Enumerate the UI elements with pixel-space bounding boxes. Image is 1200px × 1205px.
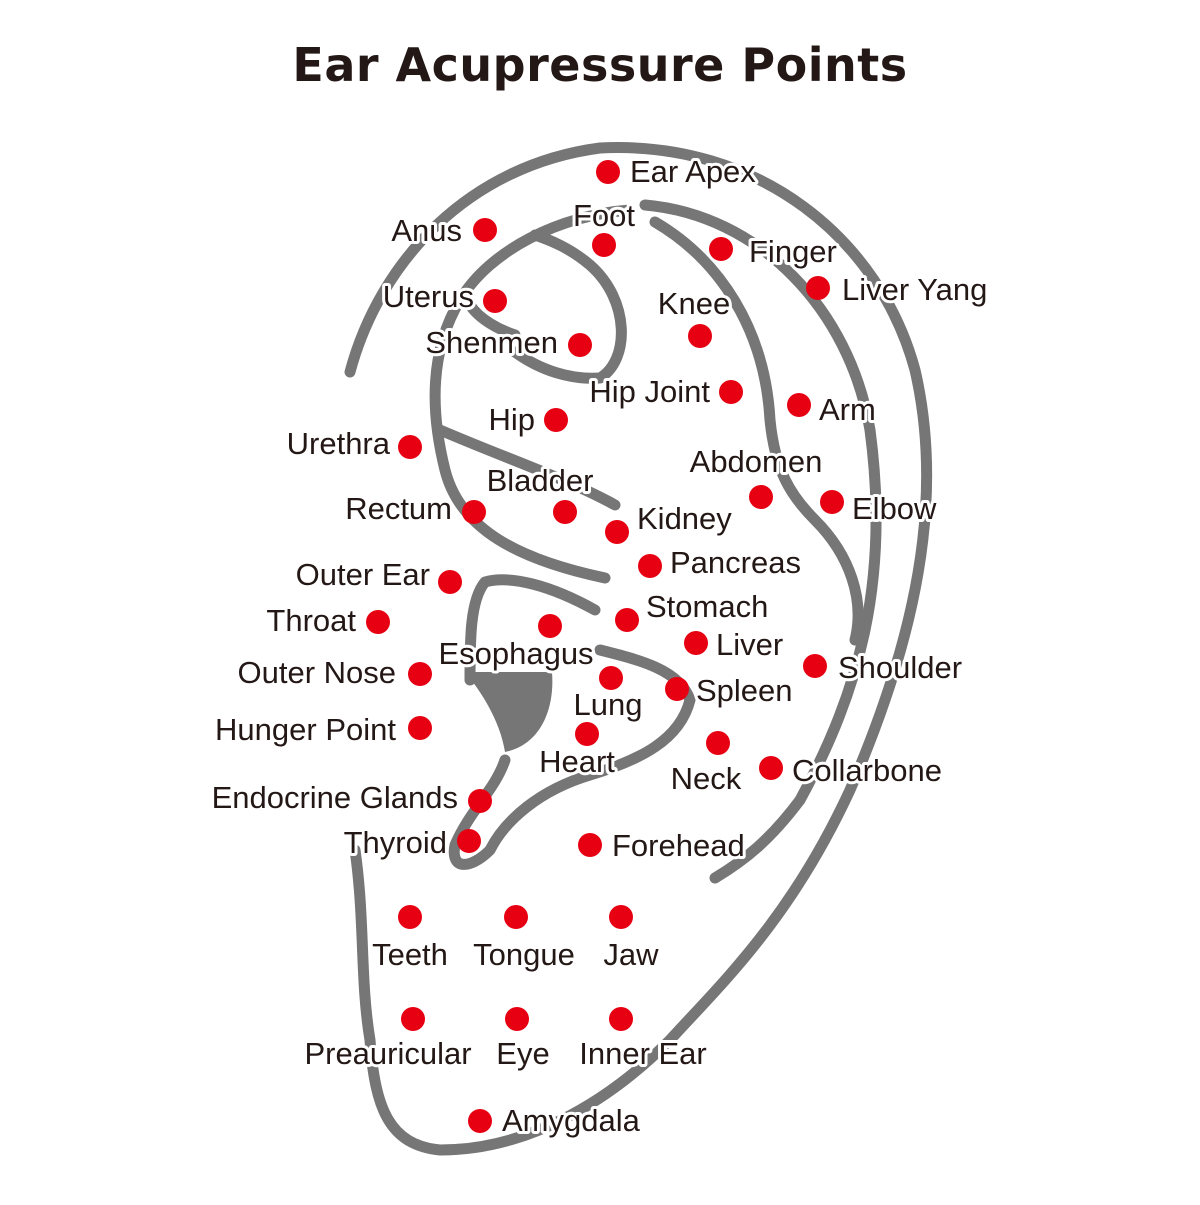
concha-rim xyxy=(464,574,601,686)
point-label-neck: Neck xyxy=(671,761,742,796)
point-label-eye: Eye xyxy=(496,1036,549,1071)
point-dot-spleen xyxy=(665,677,689,701)
point-dot-jaw xyxy=(609,905,633,929)
point-label-finger: Finger xyxy=(749,234,837,269)
point-label-anus: Anus xyxy=(391,213,462,248)
point-dot-eye xyxy=(505,1007,529,1031)
point-dot-anus xyxy=(473,218,497,242)
point-dot-abdomen xyxy=(749,485,773,509)
point-dot-liver xyxy=(684,631,708,655)
point-label-shenmen: Shenmen xyxy=(425,325,558,360)
point-label-throat: Throat xyxy=(266,603,356,638)
point-label-outer-nose: Outer Nose xyxy=(237,655,396,690)
point-dot-stomach xyxy=(615,608,639,632)
point-dot-kidney xyxy=(605,520,629,544)
point-label-hunger-point: Hunger Point xyxy=(215,712,396,747)
point-dot-hip xyxy=(544,408,568,432)
point-label-teeth: Teeth xyxy=(372,937,448,972)
ear-outline xyxy=(344,142,933,1156)
point-label-inner-ear: Inner Ear xyxy=(579,1036,707,1071)
point-dot-hip-joint xyxy=(719,380,743,404)
point-label-elbow: Elbow xyxy=(852,491,937,526)
fossa-line-upper xyxy=(464,299,521,341)
point-label-esophagus: Esophagus xyxy=(438,636,593,671)
point-label-stomach: Stomach xyxy=(646,589,768,624)
point-dot-hunger-point xyxy=(408,716,432,740)
point-dot-thyroid xyxy=(457,829,481,853)
point-dot-finger xyxy=(709,237,733,261)
point-label-knee: Knee xyxy=(658,286,730,321)
point-label-endocrine-glands: Endocrine Glands xyxy=(212,780,458,815)
point-label-thyroid: Thyroid xyxy=(344,825,447,860)
point-dot-pancreas xyxy=(638,554,662,578)
point-dot-heart xyxy=(575,722,599,746)
point-label-urethra: Urethra xyxy=(287,426,391,461)
point-dot-shoulder xyxy=(803,654,827,678)
point-label-foot: Foot xyxy=(573,198,635,233)
point-label-tongue: Tongue xyxy=(473,937,575,972)
point-dot-tongue xyxy=(504,905,528,929)
point-label-amygdala: Amygdala xyxy=(502,1103,641,1138)
triangular-fossa xyxy=(429,204,636,584)
point-dot-outer-nose xyxy=(408,662,432,686)
point-label-kidney: Kidney xyxy=(637,501,732,536)
outer-helix xyxy=(344,142,933,1156)
point-dot-lung xyxy=(599,666,623,690)
point-label-rectum: Rectum xyxy=(345,491,452,526)
point-label-preauricular: Preauricular xyxy=(304,1036,471,1071)
helix-inner-ridge xyxy=(639,199,882,884)
point-dot-elbow xyxy=(820,490,844,514)
point-dot-uterus xyxy=(483,289,507,313)
point-dot-endocrine-glands xyxy=(468,789,492,813)
point-label-bladder: Bladder xyxy=(487,463,594,498)
point-label-hip: Hip xyxy=(488,402,535,437)
ear-canal xyxy=(465,672,553,752)
point-dot-shenmen xyxy=(568,333,592,357)
point-dot-bladder xyxy=(553,500,577,524)
point-dot-throat xyxy=(366,610,390,634)
point-dot-rectum xyxy=(462,500,486,524)
point-dot-collarbone xyxy=(759,756,783,780)
point-label-collarbone: Collarbone xyxy=(792,753,942,788)
point-label-ear-apex: Ear Apex xyxy=(630,154,756,189)
point-dot-esophagus xyxy=(538,614,562,638)
point-label-abdomen: Abdomen xyxy=(690,444,823,479)
antihelix-lower-crus xyxy=(434,424,621,511)
point-dot-knee xyxy=(688,324,712,348)
point-label-uterus: Uterus xyxy=(383,279,474,314)
point-dot-arm xyxy=(787,393,811,417)
point-label-jaw: Jaw xyxy=(603,937,659,972)
point-label-liver: Liver xyxy=(716,627,783,662)
point-label-pancreas: Pancreas xyxy=(670,545,801,580)
points-layer xyxy=(366,160,844,1133)
antihelix-crus xyxy=(649,216,864,646)
point-label-liver-yang: Liver Yang xyxy=(842,272,987,307)
point-dot-neck xyxy=(706,731,730,755)
point-dot-forehead xyxy=(578,833,602,857)
point-label-heart: Heart xyxy=(539,744,615,779)
point-dot-foot xyxy=(592,233,616,257)
point-label-spleen: Spleen xyxy=(696,673,793,708)
point-dot-inner-ear xyxy=(609,1007,633,1031)
point-dot-preauricular xyxy=(401,1007,425,1031)
point-label-lung: Lung xyxy=(574,687,643,722)
point-label-outer-ear: Outer Ear xyxy=(296,557,430,592)
point-dot-outer-ear xyxy=(438,570,462,594)
diagram-title: Ear Acupressure Points xyxy=(292,38,908,92)
point-label-hip-joint: Hip Joint xyxy=(589,374,710,409)
point-dot-ear-apex xyxy=(596,160,620,184)
point-label-shoulder: Shoulder xyxy=(838,650,962,685)
point-dot-amygdala xyxy=(468,1109,492,1133)
point-label-arm: Arm xyxy=(819,392,876,427)
point-dot-urethra xyxy=(398,435,422,459)
point-dot-liver-yang xyxy=(806,276,830,300)
scapha-loop xyxy=(509,229,627,384)
point-label-forehead: Forehead xyxy=(612,828,745,863)
point-dot-teeth xyxy=(398,905,422,929)
